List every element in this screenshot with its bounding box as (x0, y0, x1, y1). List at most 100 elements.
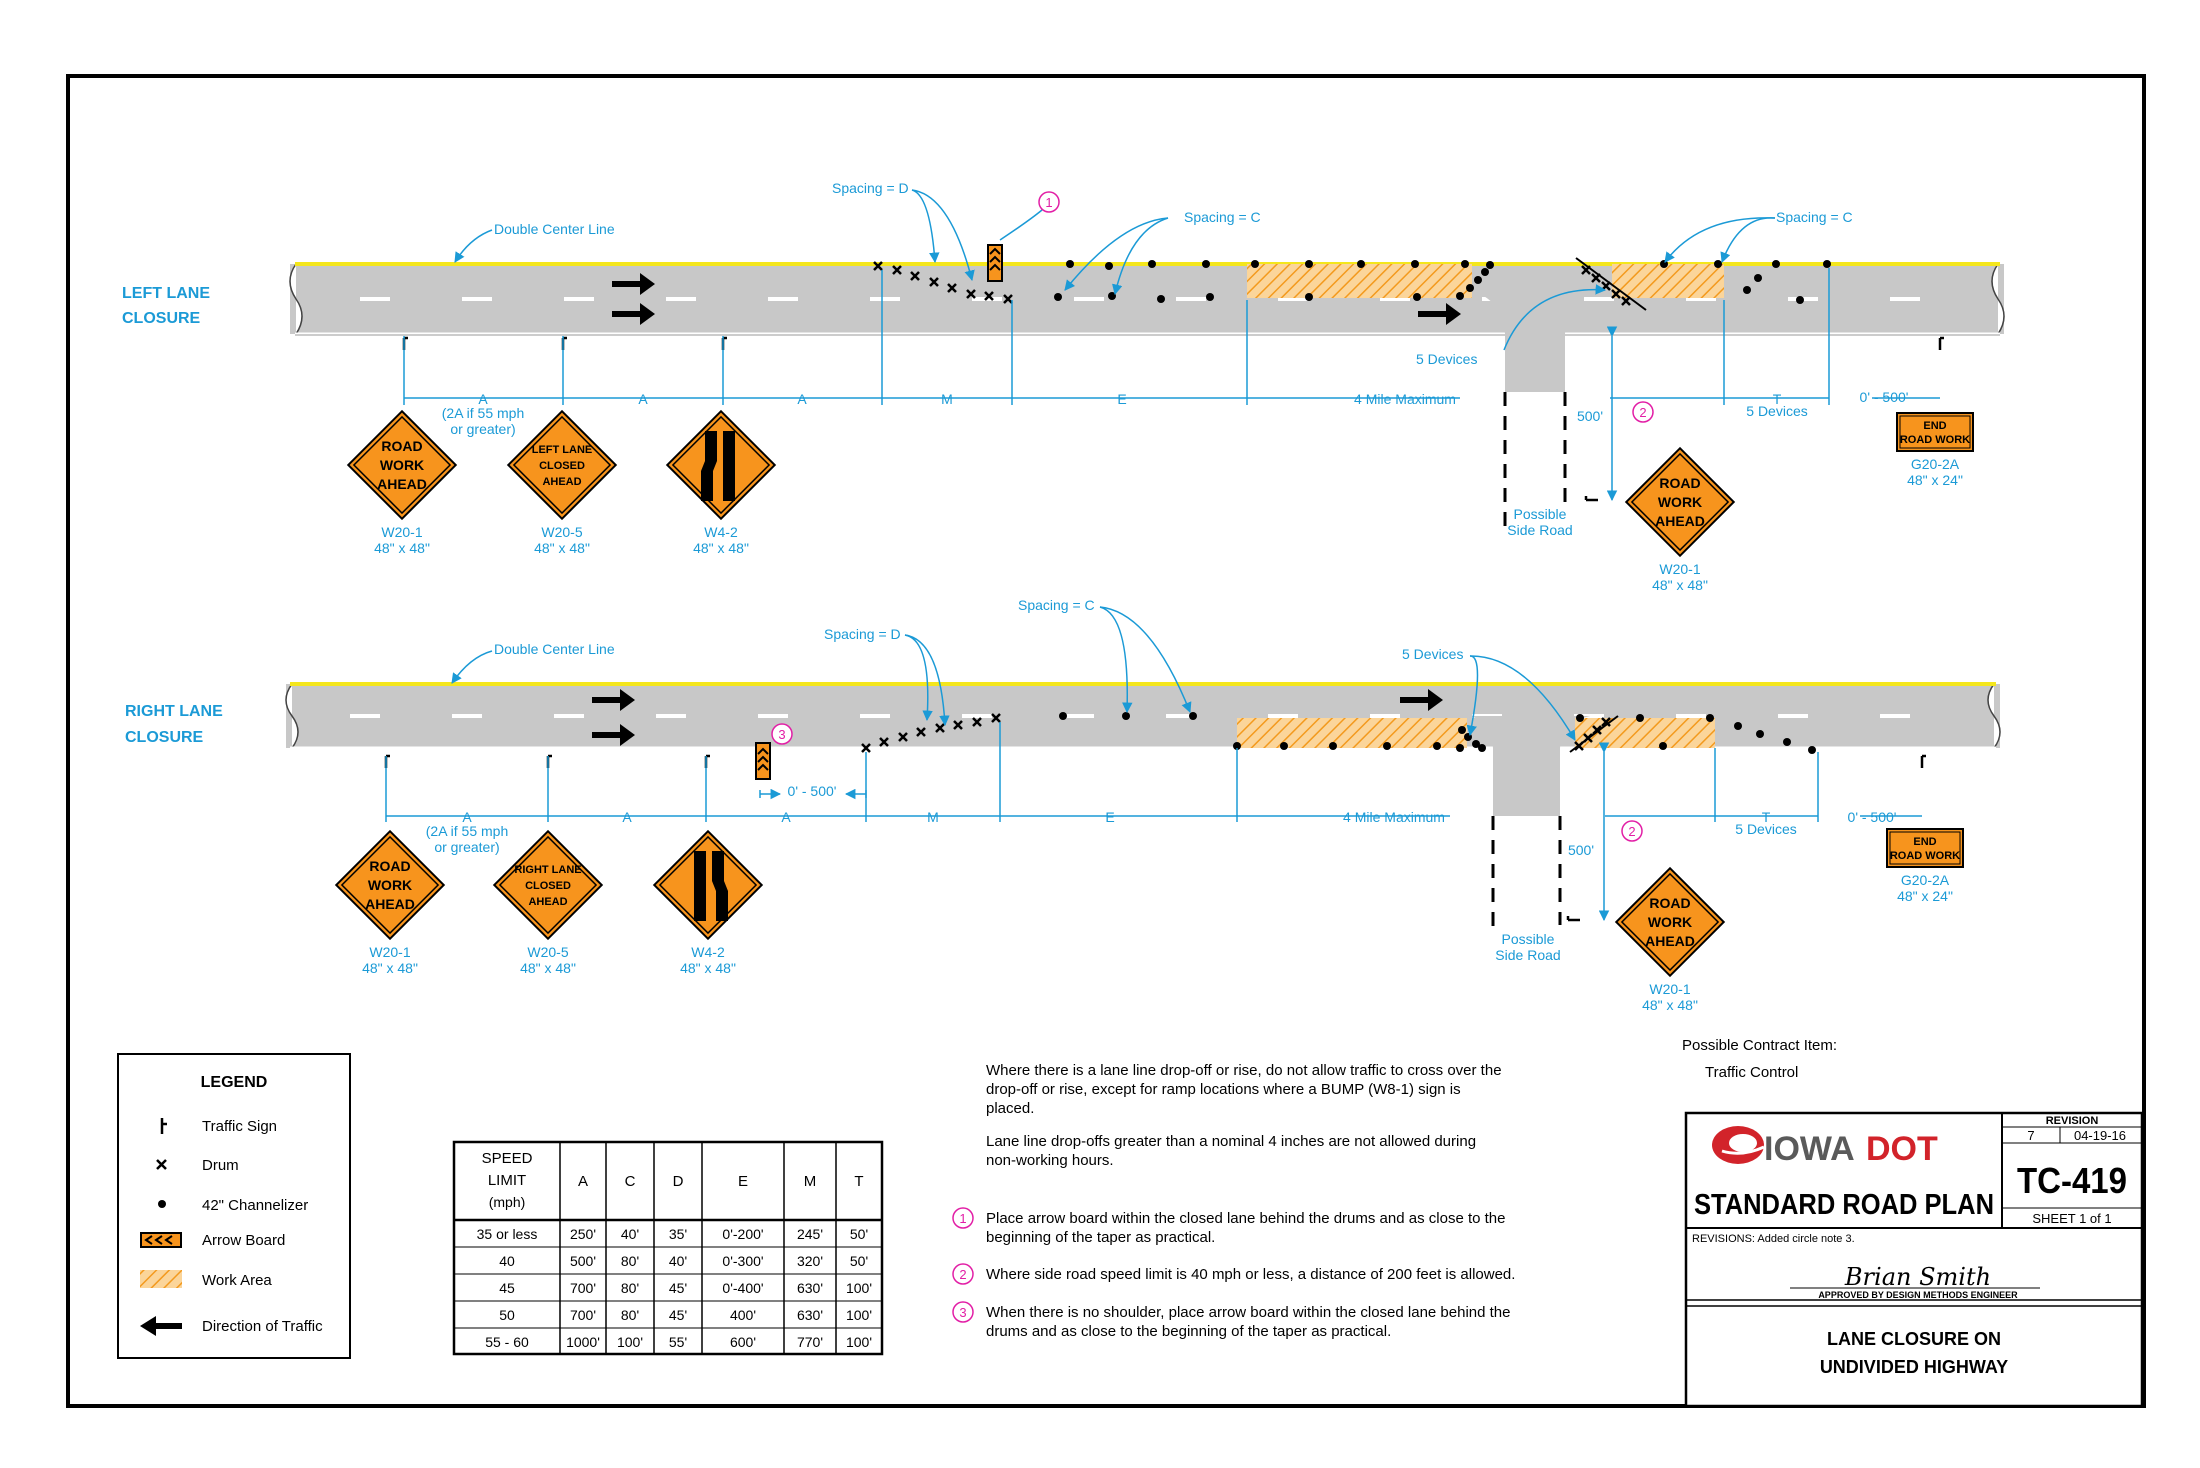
right-lane-closure-diagram: RIGHT LANE CLOSURE (125, 597, 2001, 1013)
table-cell: 100' (846, 1307, 872, 1323)
svg-text:ROAD WORK: ROAD WORK (1890, 850, 1960, 862)
dim-label-a: A (462, 809, 472, 825)
table-header-speed: SPEED (482, 1150, 533, 1167)
note-drop-off-line: non-working hours. (986, 1152, 1114, 1169)
sign-left-lane-closed-ahead: LEFT LANE CLOSED AHEAD W20-5 48" x 48" (506, 409, 618, 556)
approved-by: APPROVED BY DESIGN METHODS ENGINEER (1818, 1290, 2018, 1300)
dim-label-m: M (927, 809, 939, 825)
approver-signature: Brian Smith (1844, 1263, 1991, 1291)
note-2-text: Where side road speed limit is 40 mph or… (986, 1266, 1515, 1283)
svg-text:48" x 24": 48" x 24" (1897, 888, 1953, 904)
legend-drum-icon (156, 1159, 167, 1170)
callout-leaders (451, 606, 1576, 741)
logo-dot: DOT (1866, 1130, 1938, 1168)
note-2-number: 2 (959, 1267, 966, 1282)
table-cell: 400' (730, 1307, 756, 1323)
dim-label-a: A (638, 391, 648, 407)
right-section-title-line2: CLOSURE (125, 729, 204, 746)
note-1-text: beginning of the taper as practical. (986, 1229, 1215, 1246)
svg-text:W20-1: W20-1 (1649, 981, 1690, 997)
table-cell: 250' (570, 1226, 596, 1242)
logo-iowa: IOWA (1764, 1130, 1855, 1168)
table-cell: 770' (797, 1334, 823, 1350)
dim-label-m: M (941, 391, 953, 407)
traffic-sign-post (402, 336, 1944, 502)
callout-spacing-c: Spacing = C (1018, 597, 1095, 613)
svg-text:48" x 24": 48" x 24" (1907, 472, 1963, 488)
contract-label: Possible Contract Item: (1682, 1037, 1837, 1054)
svg-text:48" x 48": 48" x 48" (693, 540, 749, 556)
side-road (1470, 716, 1590, 816)
table-cell: 50' (850, 1253, 868, 1269)
callout-five-devices: 5 Devices (1416, 351, 1477, 367)
svg-text:48" x 48": 48" x 48" (374, 540, 430, 556)
sheet-title-line2: UNDIVIDED HIGHWAY (1820, 1357, 2008, 1377)
svg-text:AHEAD: AHEAD (365, 896, 415, 912)
table-cell: 245' (797, 1226, 823, 1242)
note-1-text: Place arrow board within the closed lane… (986, 1210, 1505, 1227)
svg-text:W20-1: W20-1 (381, 524, 422, 540)
note-1-marker (952, 1207, 974, 1229)
sign-road-work-ahead: ROAD WORK AHEAD W20-1 48" x 48" (346, 409, 458, 556)
svg-text:W20-1: W20-1 (369, 944, 410, 960)
table-cell: 80' (621, 1307, 639, 1323)
svg-text:48" x 48": 48" x 48" (1642, 997, 1698, 1013)
note-3-text: When there is no shoulder, place arrow b… (986, 1304, 1511, 1321)
table-cell: 55' (669, 1334, 687, 1350)
table-header: D (673, 1173, 684, 1190)
callout-spacing-c: Spacing = C (1776, 209, 1853, 225)
sign-road-work-ahead: ROAD WORK AHEAD W20-1 48" x 48" (1614, 866, 1726, 1013)
side-road (1470, 290, 1600, 392)
svg-text:G20-2A: G20-2A (1901, 872, 1950, 888)
dimension-lines (403, 268, 1940, 502)
svg-text:AHEAD: AHEAD (377, 476, 427, 492)
svg-text:W20-5: W20-5 (527, 944, 568, 960)
sheet-number: SHEET 1 of 1 (2032, 1211, 2111, 1226)
note-drop-off-line: drop-off or rise, except for ramp locati… (986, 1081, 1461, 1098)
svg-text:ROAD: ROAD (381, 438, 422, 454)
note-1-number: 1 (959, 1211, 966, 1226)
svg-text:WORK: WORK (1658, 494, 1702, 510)
dim-label-e: E (1117, 391, 1126, 407)
revision-number: 7 (2027, 1128, 2034, 1143)
svg-text:2: 2 (1639, 405, 1646, 420)
table-cell: 320' (797, 1253, 823, 1269)
dim-label-0-500: 0' - 500' (1848, 809, 1897, 825)
sign-merge-right-lane-ends: W4-2 48" x 48" (652, 829, 764, 976)
svg-text:ROAD: ROAD (1659, 475, 1700, 491)
right-section-title-line1: RIGHT LANE (125, 703, 223, 720)
callout-double-center-line: Double Center Line (494, 221, 615, 237)
dim-label-500: 500' (1568, 842, 1594, 858)
svg-text:48" x 48": 48" x 48" (520, 960, 576, 976)
sign-road-work-ahead: ROAD WORK AHEAD W20-1 48" x 48" (1624, 446, 1736, 593)
dim-label-a-note-2: or greater) (450, 421, 515, 437)
table-cell: 100' (846, 1280, 872, 1296)
sheet-border (66, 74, 2146, 1408)
table-cell: 40 (499, 1253, 515, 1269)
note-circle-1: 1 (1038, 191, 1060, 213)
drum-taper (873, 257, 1647, 311)
legend-channelizer-icon (158, 1200, 166, 1208)
table-cell: 80' (621, 1280, 639, 1296)
legend-arrow-board-icon (140, 1232, 182, 1248)
table-cell: 700' (570, 1307, 596, 1323)
legend: LEGEND Traffic Sign Drum 42" Channelizer… (117, 1053, 351, 1359)
table-cell: 500' (570, 1253, 596, 1269)
table-cell: 80' (621, 1253, 639, 1269)
callout-leaders (454, 189, 1776, 351)
dim-label-a: A (622, 809, 632, 825)
table-cell: 100' (617, 1334, 643, 1350)
callout-possible-side-road-2: Side Road (1507, 522, 1572, 538)
svg-text:AHEAD: AHEAD (528, 896, 567, 908)
callout-possible-side-road-2: Side Road (1495, 947, 1560, 963)
dim-label-a-note-1: (2A if 55 mph (442, 405, 525, 421)
note-circle-2: 2 (1632, 401, 1654, 423)
arrow-board (755, 742, 771, 780)
channelizer-dots (1054, 260, 1831, 304)
arrow-board (987, 244, 1003, 282)
note-drop-off-line: Where there is a lane line drop-off or r… (986, 1062, 1502, 1079)
note-2-marker (952, 1263, 974, 1285)
svg-text:AHEAD: AHEAD (1655, 513, 1705, 529)
dim-label-t-devices: 5 Devices (1735, 821, 1796, 837)
table-header: M (804, 1173, 817, 1190)
